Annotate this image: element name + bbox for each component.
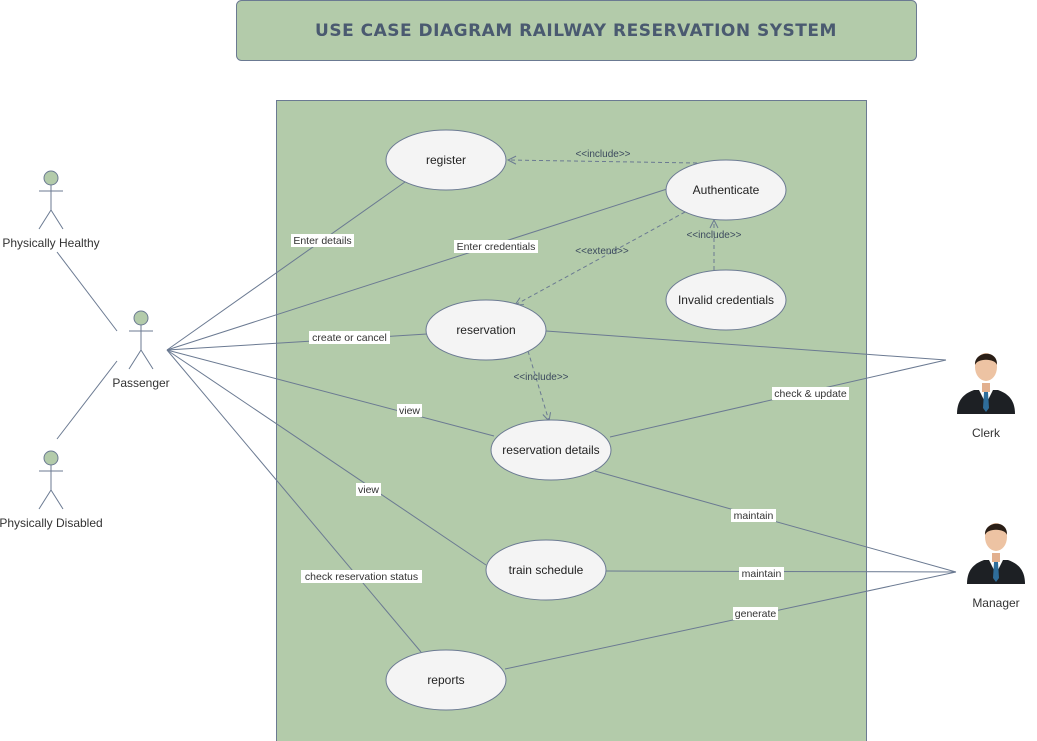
svg-text:Enter credentials: Enter credentials [457,241,536,253]
actor-passenger[interactable]: Passenger [112,310,170,390]
edge-label-view-details: view [397,404,422,417]
use-case-label: reports [427,673,464,687]
stereotype-include-invalid: <<include>> [686,230,741,241]
use-case-reports[interactable]: reports [385,649,507,711]
edge-label-create-or-cancel: create or cancel [309,331,390,344]
businessman-icon [967,523,1025,584]
dependencies [508,160,714,421]
svg-text:check reservation status: check reservation status [305,571,418,583]
svg-text:view: view [358,484,379,496]
stereotype-include-register: <<include>> [575,149,630,160]
svg-text:maintain: maintain [742,568,782,580]
use-case-authenticate[interactable]: Authenticate [665,159,787,221]
stick-figure-icon [38,170,64,230]
stick-figure-icon [128,310,154,370]
stereotype-include-details: <<include>> [513,372,568,383]
actor-label: Physically Healthy [2,236,99,250]
use-case-register[interactable]: register [385,129,507,191]
use-case-invalid-credentials[interactable]: Invalid credentials [665,269,787,331]
edge-label-maintain-schedule: maintain [739,567,784,580]
businessman-icon [957,353,1015,414]
edge-label-check-and-update: check & update [772,387,849,400]
svg-text:generate: generate [735,608,777,620]
edge-label-view-schedule: view [356,483,381,496]
edge-label-generate: generate [733,607,778,620]
actor-label: Physically Disabled [0,516,103,530]
use-case-label: train schedule [509,563,584,577]
edge-label-maintain-details: maintain [731,509,776,522]
actor-label: Passenger [112,376,169,390]
use-case-train-schedule[interactable]: train schedule [485,539,607,601]
use-case-reservation[interactable]: reservation [425,299,547,361]
svg-text:create or cancel: create or cancel [312,332,387,344]
use-case-label: reservation [456,323,515,337]
title-banner: USE CASE DIAGRAM RAILWAY RESERVATION SYS… [236,0,917,61]
use-case-label: register [426,153,466,167]
actor-label: Manager [972,596,1019,610]
actor-clerk[interactable]: Clerk [957,353,1015,440]
use-case-label: reservation details [502,443,599,457]
actor-label: Clerk [972,426,1001,440]
use-case-label: Authenticate [693,183,760,197]
use-case-reservation-details[interactable]: reservation details [490,419,612,481]
edge-label-enter-details: Enter details [291,234,354,247]
actor-physically-healthy[interactable]: Physically Healthy [2,170,100,250]
edge-label-enter-credentials: Enter credentials [454,240,538,253]
actor-physically-disabled[interactable]: Physically Disabled [0,450,103,530]
svg-text:view: view [399,405,420,417]
actor-manager[interactable]: Manager [967,523,1025,610]
diagram-title: USE CASE DIAGRAM RAILWAY RESERVATION SYS… [315,21,837,41]
svg-text:check & update: check & update [774,388,847,400]
svg-text:maintain: maintain [734,510,774,522]
edge-label-check-reservation-status: check reservation status [301,570,422,583]
stick-figure-icon [38,450,64,510]
stereotype-extend-reservation: <<extend>> [575,246,629,257]
svg-text:Enter details: Enter details [293,235,351,247]
use-case-label: Invalid credentials [678,293,774,307]
